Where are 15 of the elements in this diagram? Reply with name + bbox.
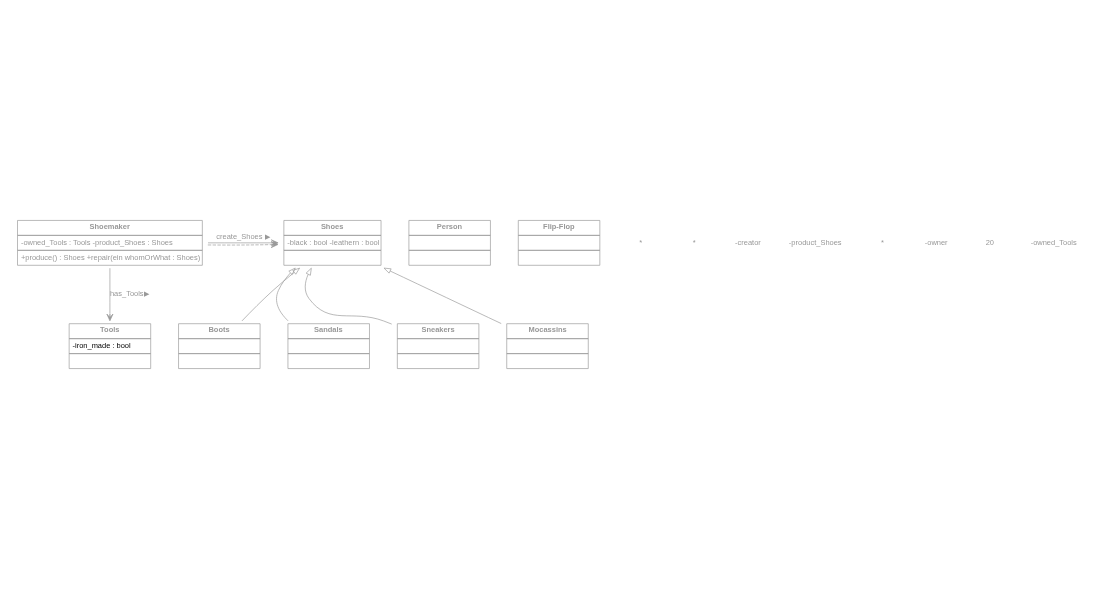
arrow: [106, 267, 114, 322]
label: -creator: [735, 237, 761, 247]
arrow: [276, 267, 296, 322]
label: -owned_Tools: [1030, 237, 1077, 247]
label: -product_Shoes: [788, 237, 842, 247]
label: -owner: [924, 237, 948, 247]
label: *: [639, 237, 643, 247]
arrow: [241, 267, 300, 322]
arrow: [383, 267, 502, 324]
label: *: [692, 237, 696, 247]
arrow: [304, 267, 393, 325]
label: 20: [985, 237, 995, 247]
label: *: [881, 237, 884, 247]
edge-label: create_Shoes ▶: [216, 231, 270, 241]
edge-label: has_Tools▶: [109, 289, 149, 299]
